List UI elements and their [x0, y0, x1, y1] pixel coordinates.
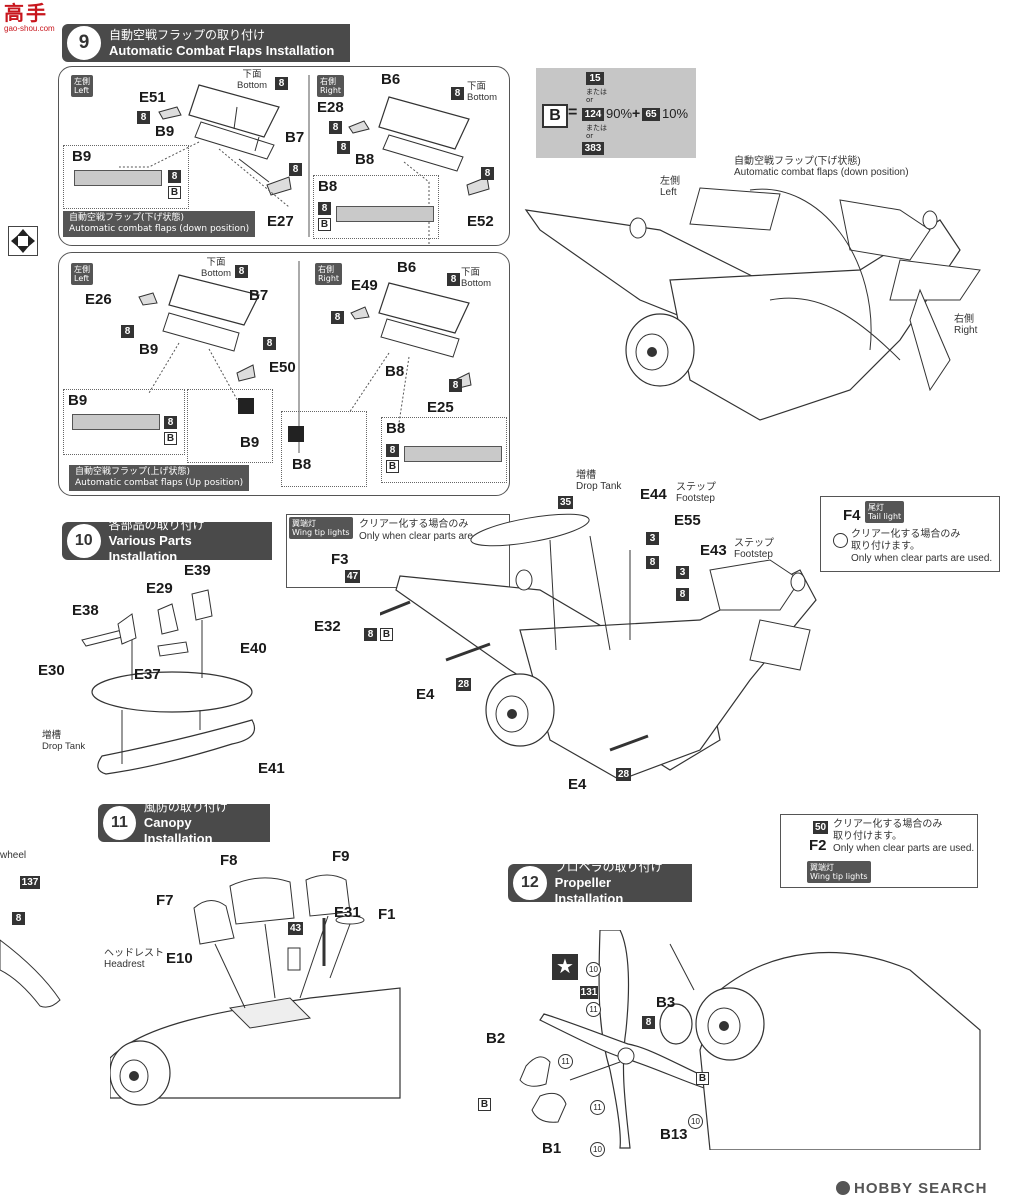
step-12-number: 12	[511, 864, 549, 902]
part-e40: E40	[240, 640, 267, 657]
part-e52: E52	[467, 213, 494, 230]
flaps-down-drawing	[119, 75, 490, 245]
part-e27: E27	[267, 213, 294, 230]
paint-8-badge: 8	[337, 141, 350, 154]
part-e31: E31	[334, 904, 361, 921]
tail-light-part	[833, 533, 848, 548]
part-e29: E29	[146, 580, 173, 597]
step-10-header: 10 各部品の取り付け Various Parts Installation	[62, 518, 272, 564]
part-e30: E30	[38, 662, 65, 679]
flaps-up-drawing	[138, 261, 472, 453]
mini-b9: B9	[187, 389, 273, 463]
main-flaps-title: 自動空戦フラップ(下げ状態)Automatic combat flaps (do…	[734, 156, 909, 178]
part-b6: B6	[397, 259, 417, 276]
paint-8-badge: 8	[329, 121, 342, 134]
hobby-search-logo: HOBBY SEARCH	[836, 1178, 987, 1198]
color-b-badge: B	[542, 104, 568, 128]
paint-8-badge: 8	[289, 163, 302, 176]
step-9-title-en: Automatic Combat Flaps Installation	[109, 43, 335, 58]
part-e4-bottom: E4	[568, 776, 587, 793]
watermark-top: 高手	[4, 1, 48, 25]
part-e28: E28	[317, 99, 344, 116]
watermark-logo: 高手 gao-shou.com	[4, 2, 70, 36]
part-b9: B9	[139, 341, 159, 358]
step-10-number: 10	[65, 522, 103, 560]
part-e55: E55	[674, 512, 701, 529]
part-f8: F8	[220, 852, 238, 869]
canopy-illustration	[110, 874, 401, 1106]
drop-tank-illustration	[81, 589, 256, 775]
propeller-illustration	[519, 930, 981, 1150]
step-11-number: 11	[101, 804, 138, 842]
part-e26: E26	[85, 291, 112, 308]
part-b3: B3	[656, 994, 676, 1011]
part-e41: E41	[258, 760, 285, 777]
part-e49: E49	[351, 277, 378, 294]
part-e10: E10	[166, 950, 193, 967]
step-9-title-jp: 自動空戦フラップの取り付け	[109, 28, 266, 42]
part-e51: E51	[139, 89, 166, 106]
part-b13: B13	[660, 1126, 688, 1143]
hobby-search-icon	[836, 1181, 850, 1195]
part-e32: E32	[314, 618, 341, 635]
part-b6: B6	[381, 71, 401, 88]
part-e38: E38	[72, 602, 99, 619]
part-b2: B2	[486, 1030, 506, 1047]
part-f9: F9	[332, 848, 350, 865]
part-b8: B8	[355, 151, 375, 168]
watermark-bottom: gao-shou.com	[4, 24, 55, 33]
subbox-b8-up: B8 8 B	[381, 417, 507, 483]
part-b7: B7	[285, 129, 305, 146]
part-e25: E25	[427, 399, 454, 416]
part-e39: E39	[184, 562, 211, 579]
flaps-down-caption: 自動空戦フラップ(下げ状態)Automatic combat flaps (do…	[63, 211, 256, 237]
step-12-header: 12 プロペラの取り付け Propeller Installation	[508, 860, 692, 906]
part-f7: F7	[156, 892, 174, 909]
star-insignia-icon: ★	[552, 954, 578, 980]
flaps-up-caption: 自動空戦フラップ(上げ状態)Automatic combat flaps (Up…	[69, 465, 250, 491]
cross-arrows-icon	[8, 226, 38, 256]
paint-8-badge: 8	[275, 77, 288, 90]
part-b8: B8	[385, 363, 405, 380]
mini-b8: B8	[281, 411, 367, 487]
part-e44: E44	[640, 486, 667, 503]
subbox-b8: B8 8 B	[313, 175, 439, 239]
part-b7: B7	[249, 287, 269, 304]
part-e37: E37	[134, 666, 161, 683]
part-e43: E43	[700, 542, 727, 559]
step-9-number: 9	[65, 24, 103, 62]
part-e4-top: E4	[416, 686, 435, 703]
subbox-b9-up: B9 8 B	[63, 389, 185, 455]
f2-note-box: 50 F2 クリアー化する場合のみ取り付けます。Only when clear …	[780, 814, 978, 888]
step-11-header: 11 風防の取り付け Canopy Installation	[98, 800, 270, 846]
paint-8-badge: 8	[481, 167, 494, 180]
paint-8-badge: 8	[137, 111, 150, 124]
partial-wheel-drawing	[0, 939, 61, 1008]
part-e50: E50	[269, 359, 296, 376]
part-b1: B1	[542, 1140, 562, 1157]
subbox-b9: B9 8 B	[63, 145, 189, 209]
part-f1: F1	[378, 906, 396, 923]
aircraft-flaps-illustration	[524, 187, 981, 421]
aircraft-parts-illustration	[380, 513, 817, 781]
step-9-header: 9 自動空戦フラップの取り付け Automatic Combat Flaps I…	[62, 24, 350, 62]
part-b9: B9	[155, 123, 175, 140]
paint-8-badge: 8	[451, 87, 464, 100]
